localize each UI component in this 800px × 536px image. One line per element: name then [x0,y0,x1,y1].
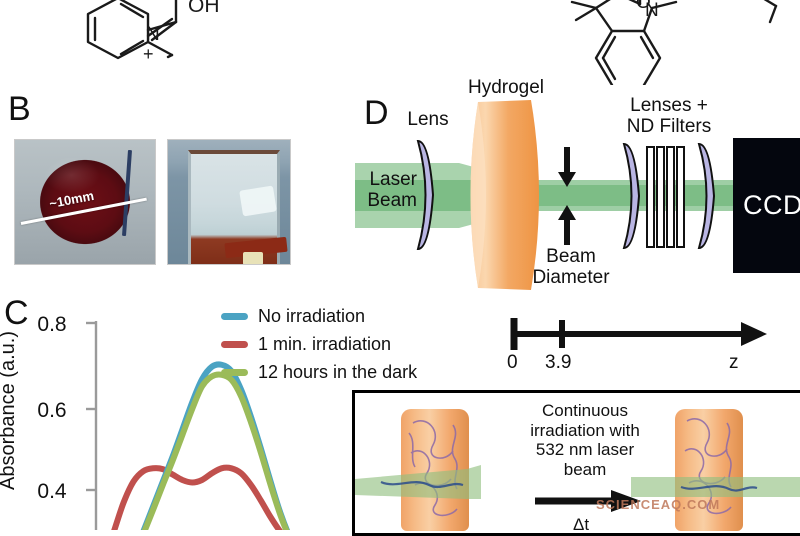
laser-beam-label-line1: Laser [369,169,417,190]
beam-diameter-label-line2: Diameter [532,266,610,288]
laser-beam-label-line2: Beam [367,189,417,211]
collection-lens-2 [697,142,716,250]
z-tick-label-0: 0 [507,352,518,373]
series-12-hours-in-the-dark [141,371,290,530]
z-axis-arrowhead [741,322,767,346]
cation-plus-label: + [143,44,154,64]
nd-filter-1 [646,146,655,248]
lens-label: Lens [407,109,449,130]
gel-cylinder-after [675,409,743,531]
arrow-head-down [558,172,576,187]
y-tick-label-0: 0.8 [37,313,66,336]
chart-legend: No irradiation 1 min. irradiation 12 hou… [221,303,417,387]
legend-label-12-hours-dark: 12 hours in the dark [258,362,418,382]
hydroxyl-label: OH [188,0,220,17]
site-watermark: SCIENCEAQ.COM [596,497,721,512]
absorbance-spectra-chart: 0.8 0.6 0.4 Absorbance (a.u.) [0,285,350,530]
nd-filters-label-line2: ND Filters [626,115,712,137]
hydrogel-front-face [470,102,486,288]
oxygen-label: O [636,0,651,13]
nd-filter-3 [666,146,675,248]
arrow-head-up [558,205,576,220]
legend-swatch-12-hours-dark [221,369,248,376]
laser-beam-label: Laser Beam [339,169,417,212]
glass-vial [188,150,288,264]
hydrogel-cylinder [470,100,539,290]
ccd-label: CCD [743,190,800,220]
y-tick-label-2: 0.4 [37,480,67,503]
legend-item-12-hours-dark: 12 hours in the dark [221,359,417,386]
transition-arrow [535,490,641,512]
z-axis-label: z [729,352,739,373]
spectra-curves [111,361,291,530]
beam-diameter-label-line1: Beam [546,246,596,267]
panel-label-d: D [364,94,389,132]
nd-filter-4 [676,146,685,248]
nd-filter-2 [656,146,665,248]
z-axis-svg [510,318,767,350]
legend-swatch-1-min-irradiation [221,341,248,348]
inset-caption-line3: 532 nm laser [535,440,635,460]
panel-label-c: C [4,294,29,332]
legend-swatch-no-irradiation [221,313,248,320]
nd-filters-label-line1: Lenses + [630,95,708,116]
straight-laser-beam-after [631,477,800,497]
irradiation-mechanism-inset: Continuous irradiation with 532 nm laser… [352,390,800,536]
inset-caption-line2: irradiation with [530,420,640,440]
legend-item-no-irradiation: No irradiation [221,303,417,330]
optics-svg [355,100,800,290]
nd-filters-label: Lenses + ND Filters [607,95,731,138]
optical-setup-diagram: CCD Laser Beam Lens Hydrogel Lenses + ND… [355,77,800,303]
y-axis-label: Absorbance (a.u.) [0,331,19,490]
series-1-min-irradiation [111,464,283,530]
gel-highlight [35,154,131,250]
y-tick-label-1: 0.6 [37,399,66,422]
inset-caption-line1: Continuous [541,401,628,420]
legend-label-1-min-irradiation: 1 min. irradiation [258,334,392,354]
z-tick-label-1: 3.9 [545,352,572,373]
collection-lens-1 [622,142,641,250]
chemistry-svg: N + OH N O [86,0,778,85]
hydrogel-disc-photo: ~10mm [14,139,156,265]
chart-svg: 0.8 0.6 0.4 Absorbance (a.u.) [0,313,291,530]
pale-fragment [243,252,263,264]
hydrogel-in-vial-photo [167,139,291,265]
inset-caption-line4: beam [563,460,607,480]
laser-beam-core [355,180,800,211]
z-axis-scale: 0 3.9 z [505,310,770,380]
ice-cube [239,185,277,217]
panel-label-b: B [8,90,31,128]
beam-diameter-label: Beam Diameter [513,246,629,289]
hydrogel-label: Hydrogel [467,77,545,98]
legend-item-1-min-irradiation: 1 min. irradiation [221,331,417,358]
nitrogen-label-left: N [146,24,160,45]
input-lens [416,139,435,251]
delta-t-label: Δt [573,515,590,534]
nitrogen-label-right: N [645,0,659,21]
polymer-network-after [684,418,732,515]
inset-caption: Continuous irradiation with 532 nm laser… [505,401,665,480]
ccd-detector: CCD [733,138,800,273]
chemical-structures-strip: N + OH N O [0,0,800,85]
nd-filter-stack [646,146,685,248]
legend-label-no-irradiation: No irradiation [258,306,366,326]
tilted-laser-beam-before [355,465,481,499]
